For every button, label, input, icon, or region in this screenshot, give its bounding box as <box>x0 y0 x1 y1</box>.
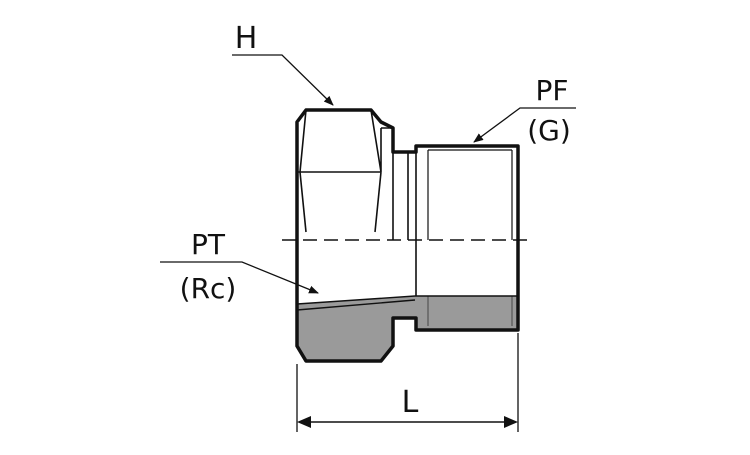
label-L: L <box>402 385 419 420</box>
label-G: (G) <box>527 114 571 147</box>
hex-bevel-right <box>374 171 382 233</box>
outer-thread-lower <box>427 296 513 326</box>
leader-H <box>232 54 334 106</box>
outer-thread-line <box>427 149 513 240</box>
label-PT: PT <box>191 228 226 261</box>
label-H: H <box>235 21 258 56</box>
leader-PT <box>160 261 319 294</box>
fitting-outline <box>295 108 520 363</box>
label-Rc: (Rc) <box>180 272 237 305</box>
section-fill <box>297 296 518 361</box>
hex-bevel-left <box>299 171 307 233</box>
groove-lines <box>392 152 417 296</box>
label-PF: PF <box>536 74 569 107</box>
dim-arrow-left <box>297 416 311 428</box>
inner-thread-taper <box>296 295 416 311</box>
dim-arrow-right <box>504 416 518 428</box>
leader-PF <box>473 107 576 143</box>
hex-face-lines <box>297 109 393 173</box>
